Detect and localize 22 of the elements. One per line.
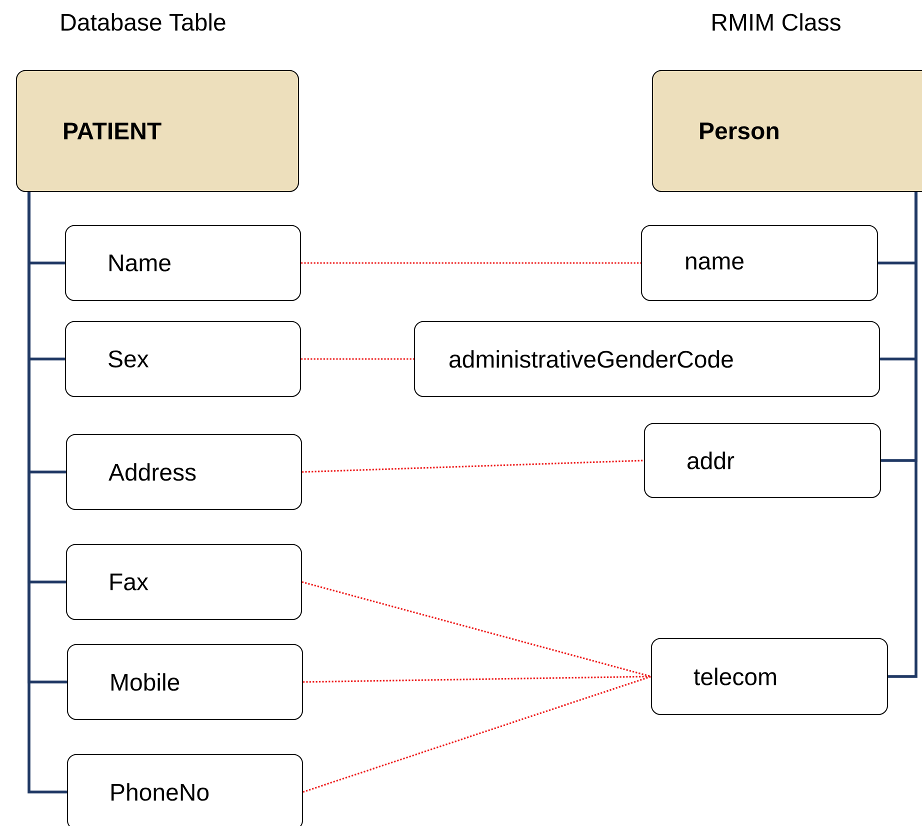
column-heading: RMIM Class [712, 13, 840, 31]
mapping-line [302, 460, 644, 473]
attribute-box: name [641, 225, 878, 301]
attribute-box: Mobile [67, 644, 303, 720]
attribute-box: addr [644, 423, 881, 498]
attribute-box: Fax [66, 544, 302, 620]
tree-connector [28, 192, 67, 794]
attribute-box: Sex [65, 321, 301, 397]
class-box: PATIENT [16, 70, 299, 192]
mapping-line [302, 676, 652, 793]
tree-connector [888, 192, 918, 678]
mapping-line [303, 676, 652, 683]
mapping-line [301, 262, 641, 264]
column-heading: Database Table [62, 13, 226, 31]
class-box: Person [652, 70, 922, 192]
attribute-box: telecom [651, 638, 888, 715]
attribute-box: PhoneNo [67, 754, 303, 826]
mapping-line [301, 358, 414, 360]
mapping-line [302, 581, 652, 678]
attribute-box: Name [65, 225, 301, 301]
attribute-box: Address [66, 434, 302, 510]
attribute-box: administrativeGenderCode [414, 321, 880, 397]
